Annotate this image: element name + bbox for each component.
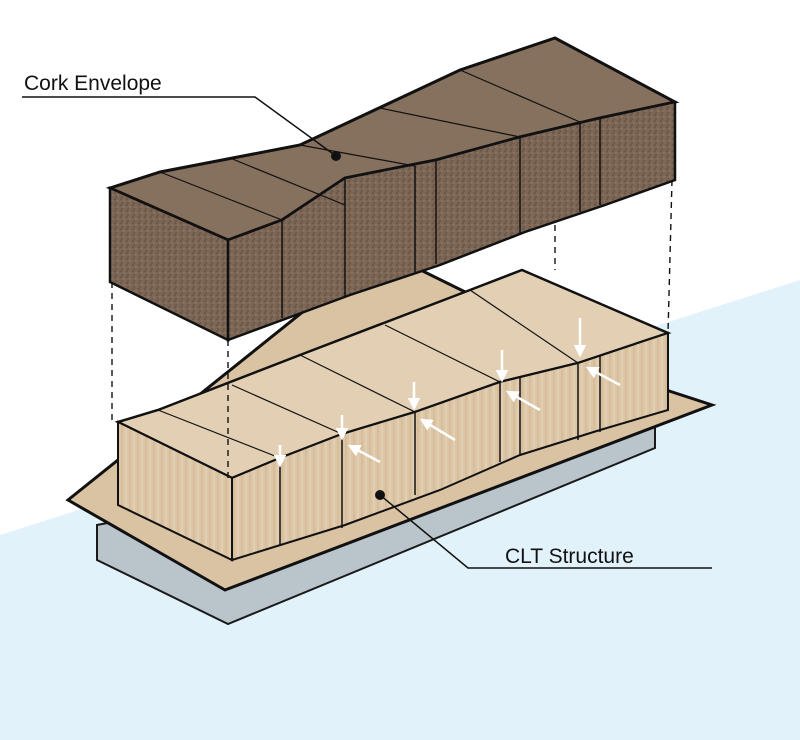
projection-lines (111, 179, 673, 478)
load-arrows (273, 318, 621, 468)
clt-long-face (231, 331, 669, 562)
cork-long-face (226, 100, 677, 342)
clt-panel-lines (157, 289, 579, 459)
clt-joint-lines (279, 356, 601, 545)
clt-leader (375, 490, 712, 569)
cork-leader-dot-icon (331, 151, 341, 161)
cork-joint-lines (281, 118, 601, 318)
clt-leader-dot-icon (375, 490, 385, 500)
cork-panel-lines (159, 69, 581, 221)
clt-structure-label: CLT Structure (505, 545, 634, 568)
cork-envelope-label: Cork Envelope (24, 72, 162, 95)
cork-leader (22, 96, 341, 161)
